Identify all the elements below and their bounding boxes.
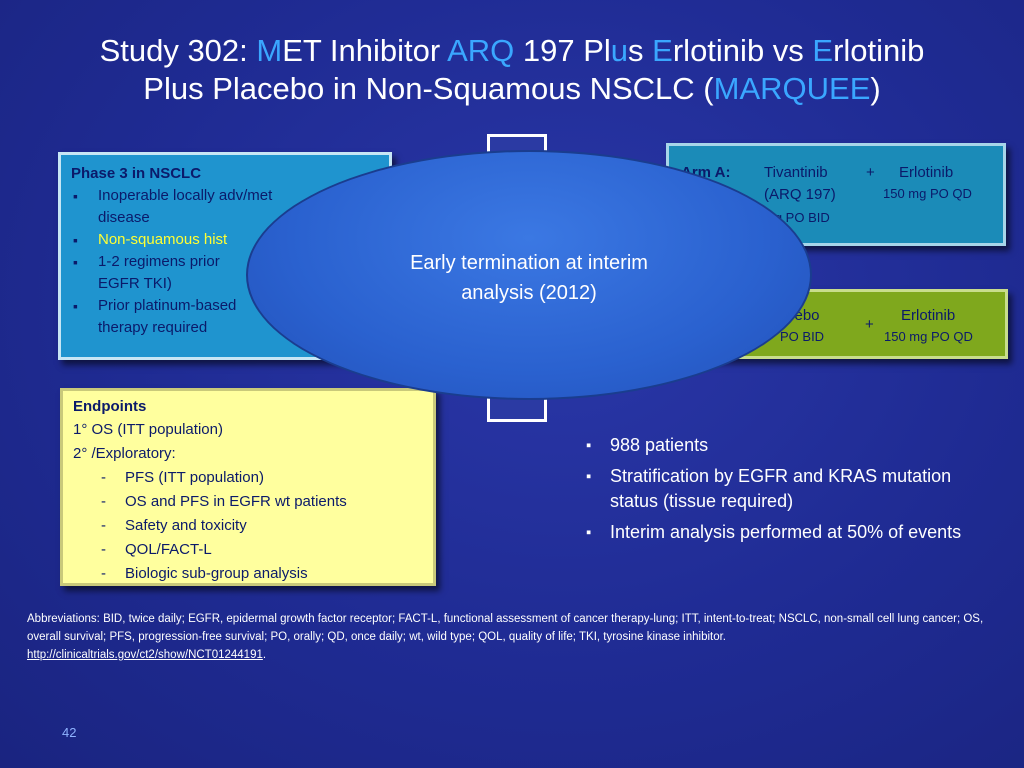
title-line-2: Plus Placebo in Non-Squamous NSCLC (MARQ… (40, 70, 984, 108)
title-text: Study 302: (99, 33, 257, 68)
phase-criterion: Non-squamous hist (71, 229, 379, 251)
arm-a-drug1-sub: (ARQ 197) (764, 186, 836, 203)
title-highlight: u (610, 33, 629, 68)
title-text: rlotinib vs (672, 33, 813, 68)
criterion-text: 1-2 regimens prior (98, 253, 220, 270)
fact-item: Interim analysis performed at 50% of eve… (586, 520, 986, 545)
arm-a-drug2: Erlotinib (899, 164, 954, 181)
endpoint-item: - OS and PFS in EGFR wt patients (73, 490, 423, 514)
endpoints-heading: Endpoints (73, 398, 147, 415)
phase-heading: Phase 3 in NSCLC (71, 165, 202, 182)
slide-title: Study 302: MET Inhibitor ARQ 197 Plus Er… (40, 32, 984, 108)
criterion-text: disease (98, 209, 150, 226)
arm-b-drug1-dose: PO BID (780, 329, 825, 344)
primary-endpoint: 1° OS (ITT population) (73, 421, 223, 438)
arm-b-plus: + (865, 316, 874, 333)
arm-a-drug1: Tivantinib (764, 164, 828, 181)
title-text: s (628, 33, 653, 68)
title-highlight: E (652, 33, 673, 68)
arm-b-drug2-dose: 150 mg PO QD (884, 329, 973, 344)
callout-line: Early termination at interim (410, 252, 648, 274)
abbreviations-footnote: Abbreviations: BID, twice daily; EGFR, e… (27, 610, 997, 664)
title-highlight: ARQ (447, 33, 515, 68)
title-text: rlotinib (833, 33, 925, 68)
phase-criteria-list: Inoperable locally adv/met disease Non-sq… (71, 185, 379, 339)
endpoint-text: PFS (ITT population) (125, 469, 264, 486)
criterion-text: EGFR TKI) (98, 275, 172, 292)
dash: - (101, 493, 106, 510)
dash: - (101, 517, 106, 534)
title-line-1: Study 302: MET Inhibitor ARQ 197 Plus Er… (40, 32, 984, 70)
endpoint-text: OS and PFS in EGFR wt patients (125, 493, 347, 510)
endpoints-box: Endpoints 1° OS (ITT population) 2° /Exp… (60, 388, 436, 586)
criterion-text: therapy required (98, 319, 208, 336)
fact-item: Stratification by EGFR and KRAS mutation… (586, 464, 986, 514)
study-facts-list: 988 patients Stratification by EGFR and … (586, 433, 986, 545)
title-text: Plus Placebo in Non-Squamous NSCLC ( (143, 71, 714, 106)
endpoint-item: - Biologic sub-group analysis (73, 562, 423, 586)
arm-a-plus: + (866, 164, 875, 181)
arm-b-drug2: Erlotinib (901, 307, 956, 324)
endpoint-item: - Safety and toxicity (73, 514, 423, 538)
callout-line: analysis (2012) (461, 282, 597, 304)
title-highlight: MARQUEE (713, 71, 871, 106)
title-highlight: E (812, 33, 834, 68)
dash: - (101, 565, 106, 582)
link-suffix: . (262, 649, 267, 661)
title-text: ) (870, 71, 881, 106)
title-text: 197 Pl (514, 33, 611, 68)
title-text: ET Inhibitor (282, 33, 448, 68)
criterion-text: Non-squamous hist (98, 231, 228, 248)
criterion-text: Inoperable locally adv/met (98, 187, 273, 204)
abbreviations-text: Abbreviations: BID, twice daily; EGFR, e… (27, 613, 984, 643)
arm-a-drug2-dose: 150 mg PO QD (883, 186, 972, 201)
endpoint-item: - PFS (ITT population) (73, 466, 423, 490)
title-highlight: M (256, 33, 283, 68)
secondary-endpoint: 2° /Exploratory: (73, 445, 176, 462)
dash: - (101, 469, 106, 486)
study-facts: 988 patients Stratification by EGFR and … (586, 433, 986, 551)
phase-criterion: Inoperable locally adv/met disease (71, 185, 379, 229)
endpoint-text: Biologic sub-group analysis (125, 565, 308, 582)
endpoint-text: Safety and toxicity (125, 517, 247, 534)
phase-criterion: Prior platinum-based therapy required (71, 295, 379, 339)
dash: - (101, 541, 106, 558)
fact-item: 988 patients (586, 433, 986, 458)
termination-callout (246, 150, 812, 400)
page-number: 42 (62, 725, 77, 740)
criterion-text: Prior platinum-based (98, 297, 237, 314)
endpoint-text: QOL/FACT-L (125, 541, 212, 558)
endpoint-item: - QOL/FACT-L (73, 538, 423, 562)
clinicaltrials-link[interactable]: http://clinicaltrials.gov/ct2/show/NCT01… (27, 649, 263, 661)
termination-callout-text: Early termination at interim analysis (2… (246, 248, 812, 308)
